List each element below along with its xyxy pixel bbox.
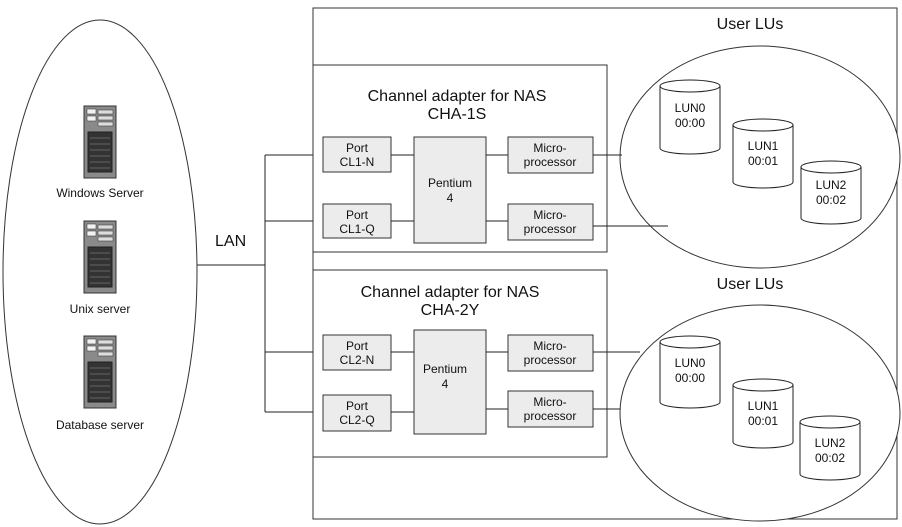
svg-text:processor: processor [524,409,577,423]
svg-text:LUN1: LUN1 [748,399,779,413]
svg-text:Port: Port [346,339,369,353]
server-tower-icon [83,220,117,294]
svg-text:LUN2: LUN2 [815,436,846,450]
svg-text:00:00: 00:00 [675,116,705,130]
server-unix: Unix server [70,220,131,316]
channel-adapter-cha-2y: Channel adapter for NAS CHA-2Y Port CL2-… [312,269,608,458]
svg-text:00:01: 00:01 [748,154,778,168]
svg-text:4: 4 [442,377,449,391]
lun-cylinder-icon: LUN0 00:00 [659,335,721,409]
channel-adapter-cha-1s: Channel adapter for NAS CHA-1S Port CL1-… [312,64,608,253]
adapter-to-lu-links [593,154,668,410]
svg-text:Pentium: Pentium [428,176,472,190]
microprocessor-2: Micro- processor [507,203,594,241]
adapter-internal-links [391,154,508,222]
lu-group-title: User LUs [717,276,784,293]
svg-text:CL2-Q: CL2-Q [339,413,374,427]
lun-cylinder-icon: LUN2 00:02 [799,415,861,481]
adapter-internal-links [391,351,508,413]
server-label: Unix server [70,302,131,316]
svg-text:CL1-Q: CL1-Q [339,222,374,236]
server-tower-icon [83,335,117,409]
svg-text:Micro-: Micro- [533,141,566,155]
svg-text:processor: processor [524,155,577,169]
svg-text:CL1-N: CL1-N [340,155,375,169]
adapter-title: Channel adapter for NAS [368,88,547,105]
svg-text:LUN2: LUN2 [816,178,847,192]
port-cl1-n: Port CL1-N [322,136,392,173]
svg-text:00:01: 00:01 [748,414,778,428]
adapter-subtitle: CHA-2Y [421,302,480,319]
svg-text:Pentium: Pentium [423,362,467,376]
lun-cylinder-icon: LUN2 00:02 [800,160,862,225]
user-lus-group-2: User LUs LUN0 00:00 LUN1 00:01 LUN2 00:0… [619,276,901,522]
user-lus-group-1: User LUs LUN0 00:00 LUN1 00:01 LUN2 00:0… [619,16,901,269]
svg-text:00:00: 00:00 [675,371,705,385]
svg-text:Micro-: Micro- [533,208,566,222]
server-label: Windows Server [56,186,143,200]
lu-group-title: User LUs [717,16,784,33]
port-cl2-n: Port CL2-N [322,334,392,371]
server-database: Database server [56,335,144,432]
svg-text:processor: processor [524,353,577,367]
adapter-title: Channel adapter for NAS [361,284,540,301]
svg-text:Micro-: Micro- [533,339,566,353]
lan-label: LAN [215,233,246,250]
svg-text:Port: Port [346,399,369,413]
svg-text:LUN0: LUN0 [675,356,706,370]
svg-text:LUN1: LUN1 [748,139,779,153]
port-cl1-q: Port CL1-Q [322,203,392,239]
microprocessor-1: Micro- processor [507,334,594,372]
lun-cylinder-icon: LUN0 00:00 [659,79,721,155]
svg-text:00:02: 00:02 [815,451,845,465]
server-tower-icon [83,105,117,179]
svg-text:CL2-N: CL2-N [340,353,375,367]
svg-text:4: 4 [447,191,454,205]
svg-text:processor: processor [524,222,577,236]
server-windows: Windows Server [56,105,144,200]
svg-text:Micro-: Micro- [533,395,566,409]
svg-text:LUN0: LUN0 [675,101,706,115]
port-cl2-q: Port CL2-Q [322,394,392,432]
cpu-pentium-4: Pentium 4 [413,329,487,435]
microprocessor-1: Micro- processor [507,136,594,174]
svg-text:Port: Port [346,141,369,155]
lun-cylinder-icon: LUN1 00:01 [732,118,794,189]
cpu-pentium-4: Pentium 4 [413,136,487,244]
lun-cylinder-icon: LUN1 00:01 [732,378,794,449]
microprocessor-2: Micro- processor [507,390,594,428]
adapter-subtitle: CHA-1S [428,106,487,123]
server-label: Database server [56,418,144,432]
lan-network: LAN [197,154,323,413]
svg-text:Port: Port [346,208,369,222]
svg-text:00:02: 00:02 [816,193,846,207]
